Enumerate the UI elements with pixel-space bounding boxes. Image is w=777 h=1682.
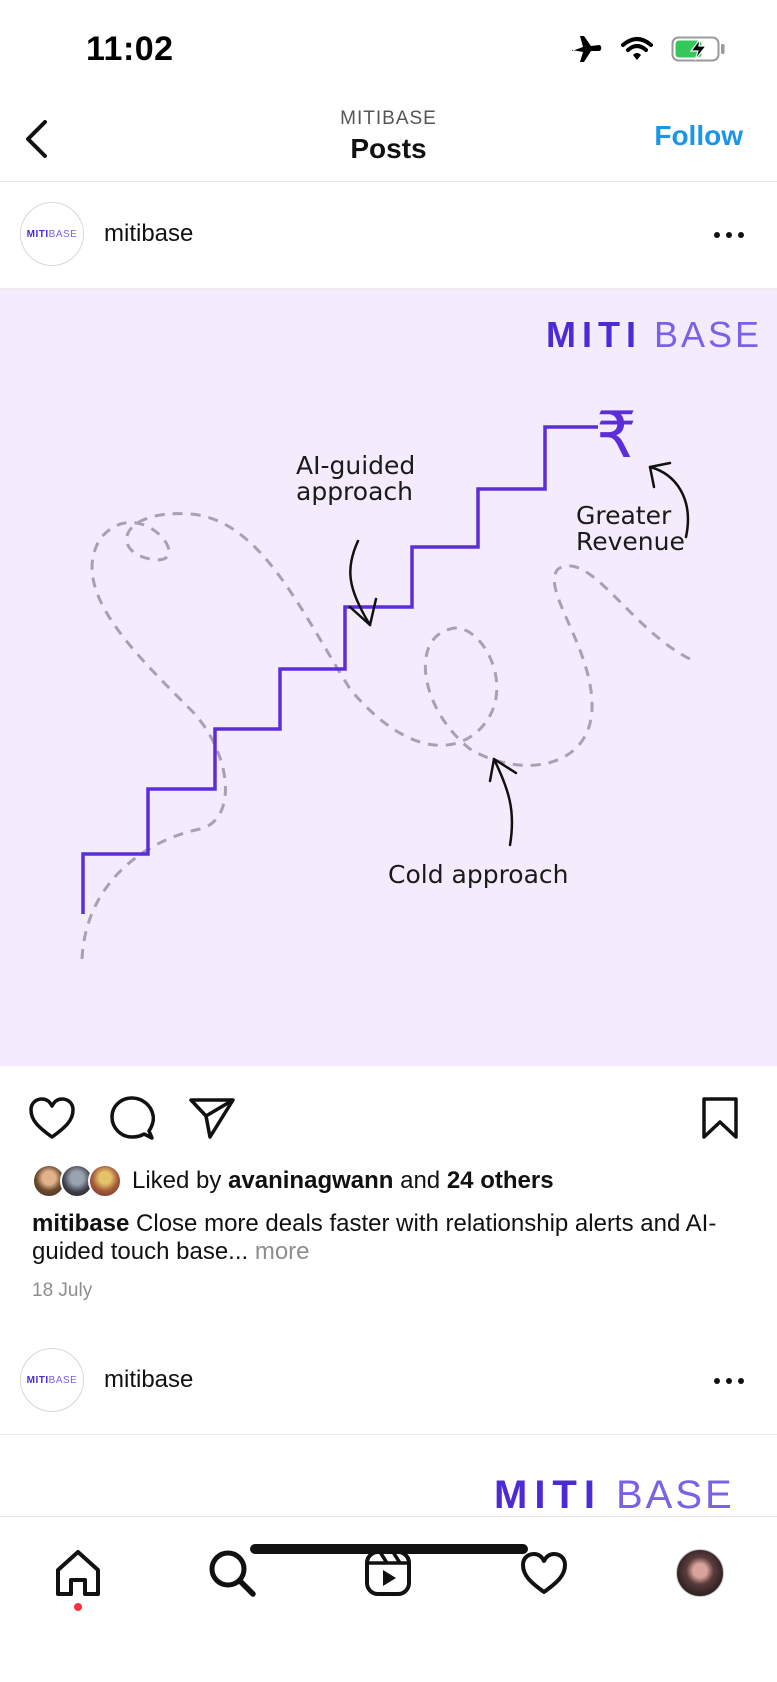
post-username[interactable]: mitibase: [104, 220, 194, 247]
likes-count[interactable]: 24 others: [446, 1167, 554, 1194]
brand-logo-m: MITI: [494, 1473, 602, 1516]
chevron-left-icon: [26, 120, 47, 158]
post-image[interactable]: MITI BASE ₹ AI-guided approach Greater R…: [0, 288, 777, 1066]
post-username[interactable]: mitibase: [104, 1366, 194, 1393]
home-notification-dot: [74, 1603, 82, 1611]
more-options-icon[interactable]: [709, 1366, 749, 1396]
arrow-cold: [492, 757, 514, 847]
tab-activity[interactable]: [514, 1543, 574, 1603]
brand-logo-b: BASE: [616, 1473, 735, 1516]
post-image[interactable]: MITI BASE: [0, 1434, 777, 1516]
rupee-icon: ₹: [596, 399, 637, 473]
arrow-ai-head: [348, 597, 378, 627]
heart-icon: [521, 1552, 567, 1594]
tab-home[interactable]: [48, 1543, 108, 1603]
brand-logo: MITI BASE: [546, 314, 762, 355]
section-title: Posts: [350, 133, 427, 164]
wifi-icon: [621, 36, 653, 67]
brand-logo-m: MITI: [546, 314, 642, 355]
status-bar: 11:02: [0, 0, 777, 100]
home-indicator: [250, 1544, 528, 1554]
arrow-revenue: [648, 465, 690, 539]
nav-header: MITIBASE Posts Follow: [0, 100, 777, 182]
label-revenue-line2: Revenue: [576, 527, 685, 556]
avatar: [88, 1164, 122, 1198]
liker-avatars: [32, 1164, 122, 1198]
caption-more-link[interactable]: more: [254, 1238, 310, 1265]
like-heart-icon[interactable]: [24, 1090, 80, 1146]
status-icons: [569, 34, 727, 69]
search-icon: [209, 1550, 256, 1597]
status-time: 11:02: [86, 30, 174, 68]
profile-avatar: [676, 1549, 724, 1597]
likes-text: Liked by avaninagwann and 24 others: [132, 1167, 554, 1194]
label-cold-approach: Cold approach: [388, 860, 569, 889]
share-send-icon[interactable]: [184, 1090, 240, 1146]
home-icon: [56, 1550, 100, 1596]
post-date: 18 July: [32, 1280, 93, 1301]
brand-logo-b: BASE: [654, 314, 762, 355]
avatar-logo-b: BASE: [48, 1374, 78, 1386]
likes-row[interactable]: Liked by avaninagwann and 24 others: [32, 1163, 554, 1199]
arrow-ai: [349, 539, 372, 627]
arrow-revenue-head: [648, 461, 672, 489]
caption-username[interactable]: mitibase: [32, 1210, 130, 1237]
tab-profile[interactable]: [670, 1543, 730, 1603]
caption-text: Close more deals faster with relationshi…: [32, 1210, 717, 1265]
cold-approach-curve: [80, 512, 691, 960]
tab-search[interactable]: [202, 1543, 262, 1603]
airplane-icon: [569, 34, 603, 69]
avatar-logo-m: MITI: [26, 1374, 49, 1386]
label-ai-line1: AI-guided: [296, 451, 415, 480]
avatar-logo-m: MITI: [26, 228, 49, 240]
account-name: MITIBASE: [340, 108, 437, 129]
more-options-icon[interactable]: [709, 220, 749, 250]
arrow-cold-head: [488, 757, 518, 783]
stairs-line: [81, 425, 598, 914]
label-ai-line2: approach: [296, 477, 413, 506]
post-actions: [0, 1066, 777, 1166]
battery-charging-icon: [671, 35, 727, 68]
page-title: MITIBASE Posts: [0, 108, 777, 165]
avatar-logo-b: BASE: [48, 228, 78, 240]
post-caption: mitibase Close more deals faster with re…: [32, 1210, 752, 1266]
back-button[interactable]: [14, 114, 58, 164]
reels-icon: [365, 1550, 411, 1596]
bookmark-icon[interactable]: [692, 1090, 748, 1146]
follow-button[interactable]: Follow: [654, 120, 743, 151]
label-revenue-line1: Greater: [576, 501, 672, 530]
tab-bar: [0, 1516, 777, 1682]
liker-username[interactable]: avaninagwann: [228, 1167, 394, 1194]
comment-icon[interactable]: [104, 1090, 160, 1146]
